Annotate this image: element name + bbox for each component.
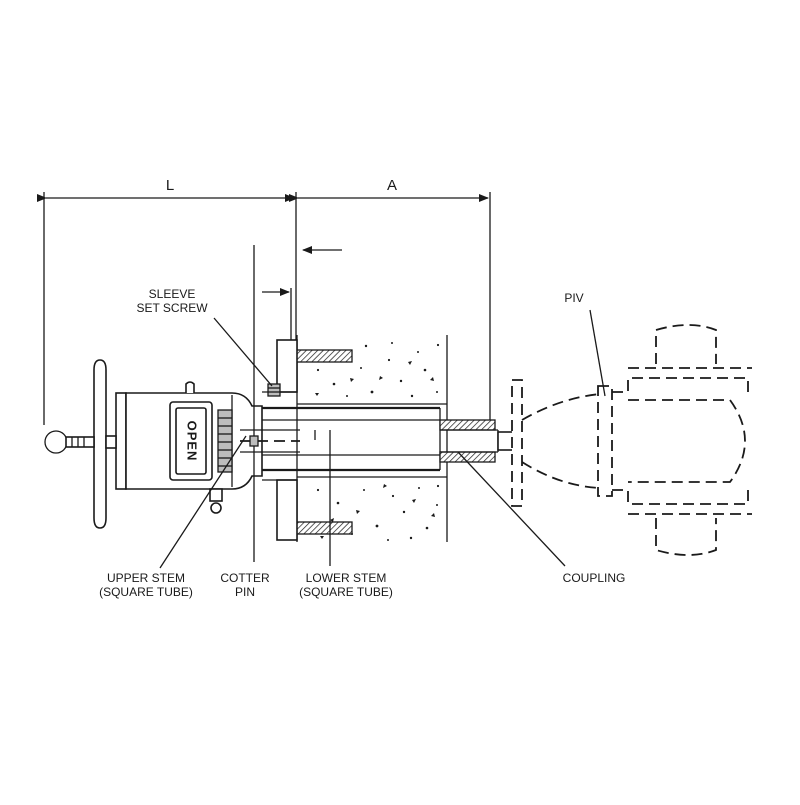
coupling bbox=[439, 419, 499, 463]
svg-text:SLEEVE: SLEEVE bbox=[149, 287, 196, 301]
sleeve-set-screw bbox=[267, 383, 281, 397]
cotter-pin bbox=[249, 245, 259, 562]
label-lower-stem: LOWER STEM (SQUARE TUBE) bbox=[299, 571, 393, 599]
svg-text:PIN: PIN bbox=[235, 585, 255, 599]
svg-text:UPPER STEM: UPPER STEM bbox=[107, 571, 185, 585]
indicator-target-text: OPEN bbox=[185, 421, 200, 462]
dimension-l-label: L bbox=[166, 177, 174, 194]
label-upper-stem: UPPER STEM (SQUARE TUBE) bbox=[99, 571, 193, 599]
eye-bolt bbox=[44, 430, 95, 454]
svg-text:COUPLING: COUPLING bbox=[563, 571, 626, 585]
concrete-speckles-lower bbox=[316, 484, 440, 541]
concrete-wall bbox=[296, 335, 448, 542]
valve-head-housing bbox=[115, 381, 263, 514]
svg-text:LOWER STEM: LOWER STEM bbox=[306, 571, 387, 585]
dimension-a-label: A bbox=[387, 177, 397, 194]
piv-valve-outline bbox=[511, 324, 752, 556]
label-sleeve-set-screw: SLEEVE SET SCREW bbox=[136, 287, 208, 315]
label-cotter-pin: COTTER PIN bbox=[220, 571, 270, 599]
leader-lines bbox=[159, 309, 606, 569]
svg-text:(SQUARE TUBE): (SQUARE TUBE) bbox=[299, 585, 393, 599]
svg-text:(SQUARE TUBE): (SQUARE TUBE) bbox=[99, 585, 193, 599]
svg-text:COTTER: COTTER bbox=[220, 571, 270, 585]
handwheel bbox=[93, 359, 117, 529]
flange-offset-arrows bbox=[262, 288, 292, 345]
dimension-l: L bbox=[37, 177, 297, 425]
svg-text:SET SCREW: SET SCREW bbox=[136, 301, 208, 315]
label-piv: PIV bbox=[564, 291, 583, 305]
svg-text:PIV: PIV bbox=[564, 291, 583, 305]
lower-stem bbox=[262, 406, 441, 472]
dimension-a: A bbox=[289, 177, 491, 420]
label-coupling: COUPLING bbox=[563, 571, 626, 585]
wall-flange bbox=[262, 339, 298, 541]
concrete-speckles-upper bbox=[315, 342, 440, 398]
